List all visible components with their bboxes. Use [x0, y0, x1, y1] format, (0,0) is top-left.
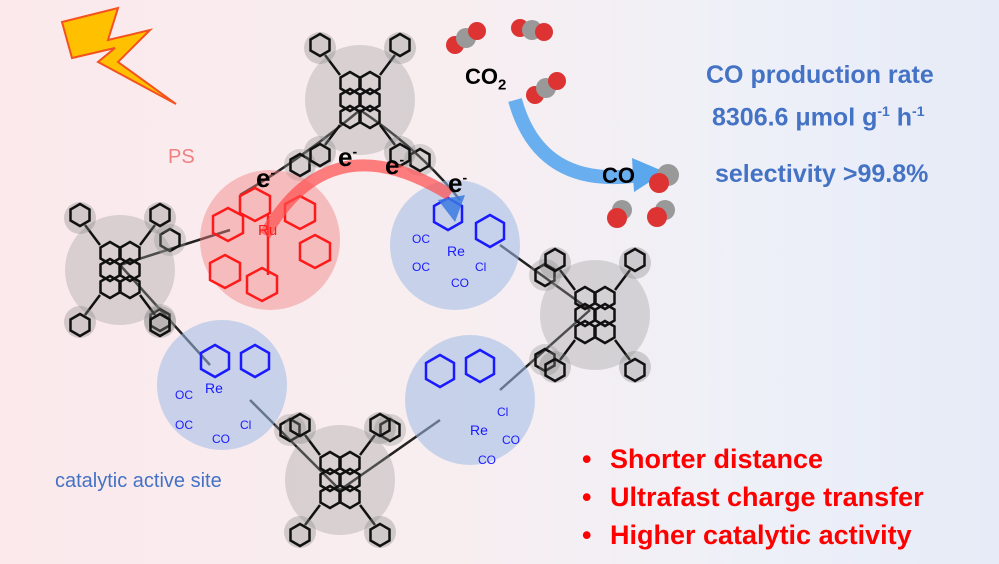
pyrene-node	[64, 202, 176, 338]
oc-label: OC	[175, 418, 193, 432]
co-ligand-label: CO	[212, 432, 230, 446]
co-molecule-icon	[607, 200, 632, 228]
production-rate-value: 8306.6 μmol g-1 h-1	[712, 103, 925, 132]
bullet-item: •Shorter distance	[582, 444, 824, 474]
oc-label: OC	[175, 388, 193, 402]
co2-molecule-icon	[511, 19, 553, 41]
catalytic-site-circle	[405, 335, 535, 465]
co-product-label: CO	[602, 163, 635, 188]
oc-label: OC	[412, 260, 430, 274]
re-label: Re	[205, 380, 223, 396]
co2-molecule-icon	[446, 22, 486, 54]
electron-transfer-arrow	[259, 159, 454, 238]
co-ligand-label: CO	[502, 433, 520, 447]
co-molecule-icon	[647, 200, 675, 227]
oc-label: OC	[412, 232, 430, 246]
re-label: Re	[470, 422, 488, 438]
co2-to-co-arrow	[508, 98, 642, 185]
cl-label: Cl	[497, 405, 509, 419]
pyrene-node	[539, 247, 651, 383]
co2-label: CO2	[465, 64, 507, 94]
bullet-item: •Ultrafast charge transfer	[582, 482, 924, 512]
bullet-item: •Higher catalytic activity	[582, 520, 912, 550]
lightning-icon	[60, 6, 177, 105]
ps-label: PS	[168, 146, 195, 168]
co-ligand-label: CO	[451, 276, 469, 290]
cl-label: Cl	[240, 418, 252, 432]
catalytic-site-circle	[157, 320, 287, 450]
ps-ru-complex-circle	[200, 170, 340, 310]
cl-label: Cl	[475, 260, 487, 274]
production-rate-title: CO production rate	[706, 61, 934, 89]
pyrene-node	[304, 32, 416, 168]
co-molecule-icon	[649, 164, 679, 193]
catalytic-site-circle	[390, 180, 520, 310]
electron-label: e-	[448, 168, 468, 198]
pyrene-node	[284, 412, 396, 548]
selectivity-text: selectivity >99.8%	[715, 160, 929, 188]
ru-label: Ru	[258, 222, 278, 239]
re-label: Re	[447, 243, 465, 259]
electron-label: e-	[256, 163, 276, 193]
electron-label: e-	[385, 150, 405, 180]
co-ligand-label: CO	[478, 453, 496, 467]
electron-label: e-	[338, 142, 358, 172]
re-bipyridine-ligands	[199, 196, 506, 389]
co2-molecule-icon	[526, 72, 566, 104]
ru-bipyridine-ligands	[208, 186, 332, 303]
catalytic-site-label: catalytic active site	[55, 470, 222, 492]
